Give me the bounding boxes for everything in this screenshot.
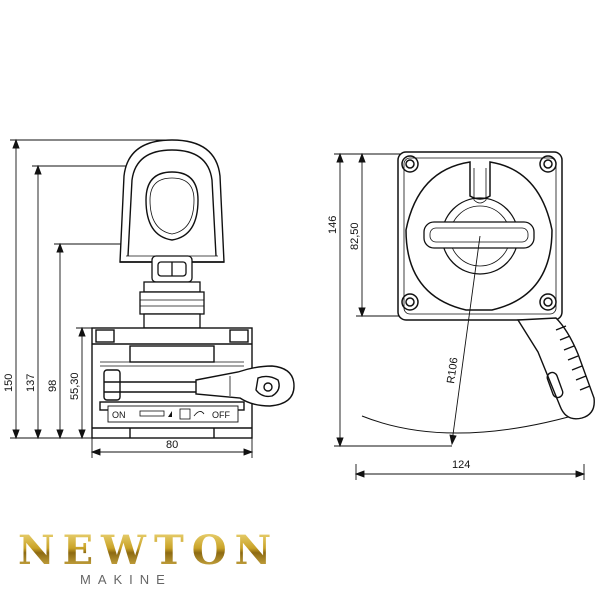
dim-height-to-eye: 137 <box>25 374 37 392</box>
radius-line <box>449 235 481 446</box>
top-handle-grip <box>516 317 595 420</box>
handle-lever <box>195 365 295 407</box>
arrow-icon <box>168 411 172 417</box>
dim-center-height: 82,50 <box>349 222 361 250</box>
logo-tagline-text: MAKINE <box>80 572 172 587</box>
side-view: 150 137 98 55,30 80 <box>3 138 295 458</box>
logo-brand-text: NEWTON <box>18 527 279 574</box>
rotary-core <box>423 197 535 275</box>
dim-overall-width: 124 <box>452 459 470 471</box>
dimension-lines-vertical <box>10 138 166 440</box>
switch-label-off: OFF <box>212 410 230 420</box>
swivel-block <box>139 255 205 329</box>
top-dimension-lines-vertical <box>334 152 452 448</box>
switch-label-plate: ON OFF <box>107 405 239 423</box>
dim-handle-radius: R106 <box>445 357 461 385</box>
brand-logo: NEWTON MAKINE <box>18 527 279 587</box>
top-view: 146 82,50 R106 <box>327 151 595 480</box>
dim-height-to-shackle-inner: 98 <box>47 380 59 392</box>
dim-top-height: 146 <box>327 216 339 234</box>
dim-width: 80 <box>166 439 178 451</box>
top-dimension-line-width <box>354 464 586 480</box>
magnet-icon <box>179 408 191 420</box>
handle-swing-arc <box>361 411 587 434</box>
dim-body-height: 55,30 <box>69 372 81 400</box>
switch-label-on: ON <box>112 410 126 420</box>
switch-on-icon <box>139 410 165 417</box>
lifting-eye <box>119 139 225 263</box>
dim-total-height: 150 <box>3 374 15 392</box>
switch-off-icon <box>193 411 205 417</box>
